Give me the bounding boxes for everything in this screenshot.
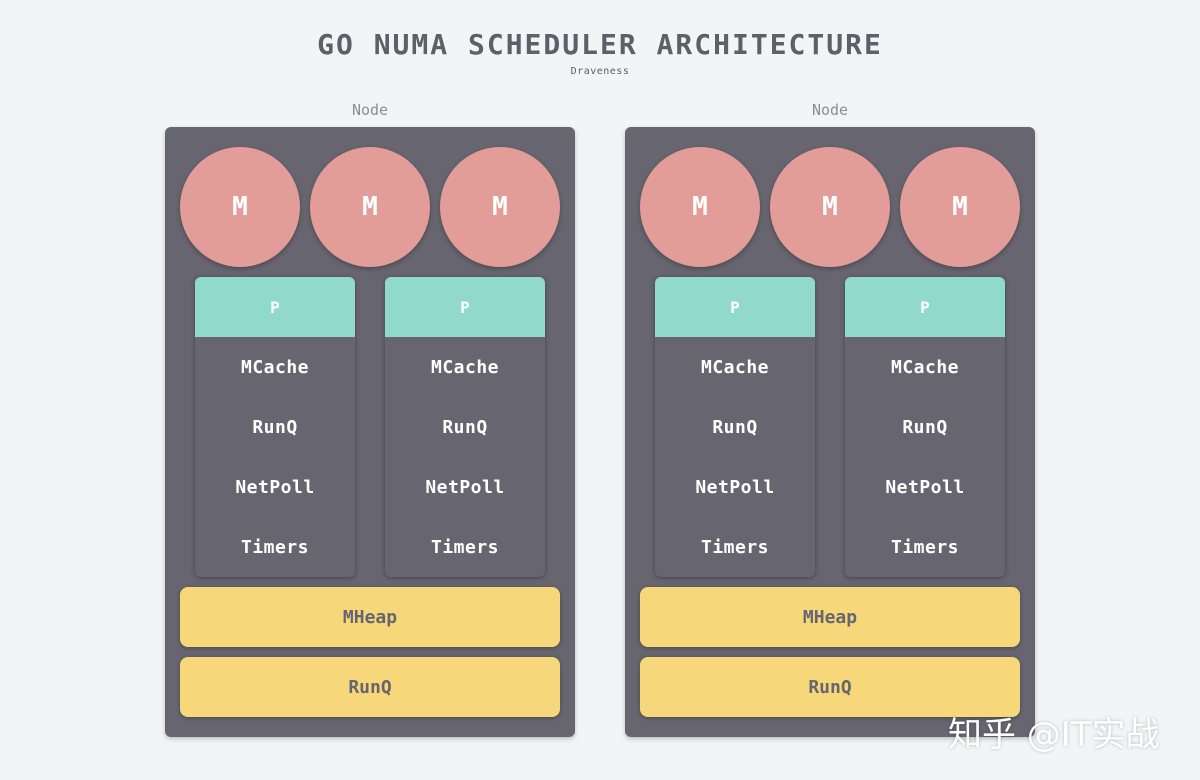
node-1-machine-1: M <box>180 147 300 267</box>
processor-mcache: MCache <box>430 356 500 378</box>
processor-netpoll: NetPoll <box>885 476 965 498</box>
node-2-machine-3: M <box>900 147 1020 267</box>
processor-netpoll: NetPoll <box>425 476 505 498</box>
node-1-runq-bar: RunQ <box>180 657 560 717</box>
node-2-mheap-bar: MHeap <box>640 587 1020 647</box>
watermark-text: 知乎 @IT实战 <box>948 715 1160 755</box>
node-2-runq-bar: RunQ <box>640 657 1020 717</box>
node-1-label: Node <box>351 101 389 119</box>
processor-netpoll: NetPoll <box>695 476 775 498</box>
node-1-machine-3: M <box>440 147 560 267</box>
processor-runq: RunQ <box>712 416 758 438</box>
processor-runq: RunQ <box>442 416 488 438</box>
node-2-processor-2: P MCache RunQ NetPoll Timers <box>845 277 1005 577</box>
processor-mcache: MCache <box>890 356 960 378</box>
node-1-processor-2: P MCache RunQ NetPoll Timers <box>385 277 545 577</box>
node-1-processor-1: P MCache RunQ NetPoll Timers <box>195 277 355 577</box>
processor-timers: Timers <box>240 536 310 558</box>
node-2-machine-1: M <box>640 147 760 267</box>
diagram-title: GO NUMA SCHEDULER ARCHITECTURE <box>317 28 883 61</box>
processor-head: P <box>385 277 545 337</box>
processor-head: P <box>195 277 355 337</box>
processor-runq: RunQ <box>902 416 948 438</box>
processor-mcache: MCache <box>240 356 310 378</box>
processor-mcache: MCache <box>700 356 770 378</box>
processor-netpoll: NetPoll <box>235 476 315 498</box>
node-1: M M M P MCache RunQ NetPoll Timers P MCa… <box>165 127 575 737</box>
diagram-subtitle: Draveness <box>570 66 630 77</box>
processor-runq: RunQ <box>252 416 298 438</box>
processor-timers: Timers <box>890 536 960 558</box>
node-1-mheap-bar: MHeap <box>180 587 560 647</box>
processor-head: P <box>845 277 1005 337</box>
processor-head: P <box>655 277 815 337</box>
node-2-processor-1: P MCache RunQ NetPoll Timers <box>655 277 815 577</box>
node-1-machine-2: M <box>310 147 430 267</box>
node-2-label: Node <box>811 101 849 119</box>
node-2: M M M P MCache RunQ NetPoll Timers P MCa… <box>625 127 1035 737</box>
processor-timers: Timers <box>430 536 500 558</box>
node-2-machine-2: M <box>770 147 890 267</box>
processor-timers: Timers <box>700 536 770 558</box>
